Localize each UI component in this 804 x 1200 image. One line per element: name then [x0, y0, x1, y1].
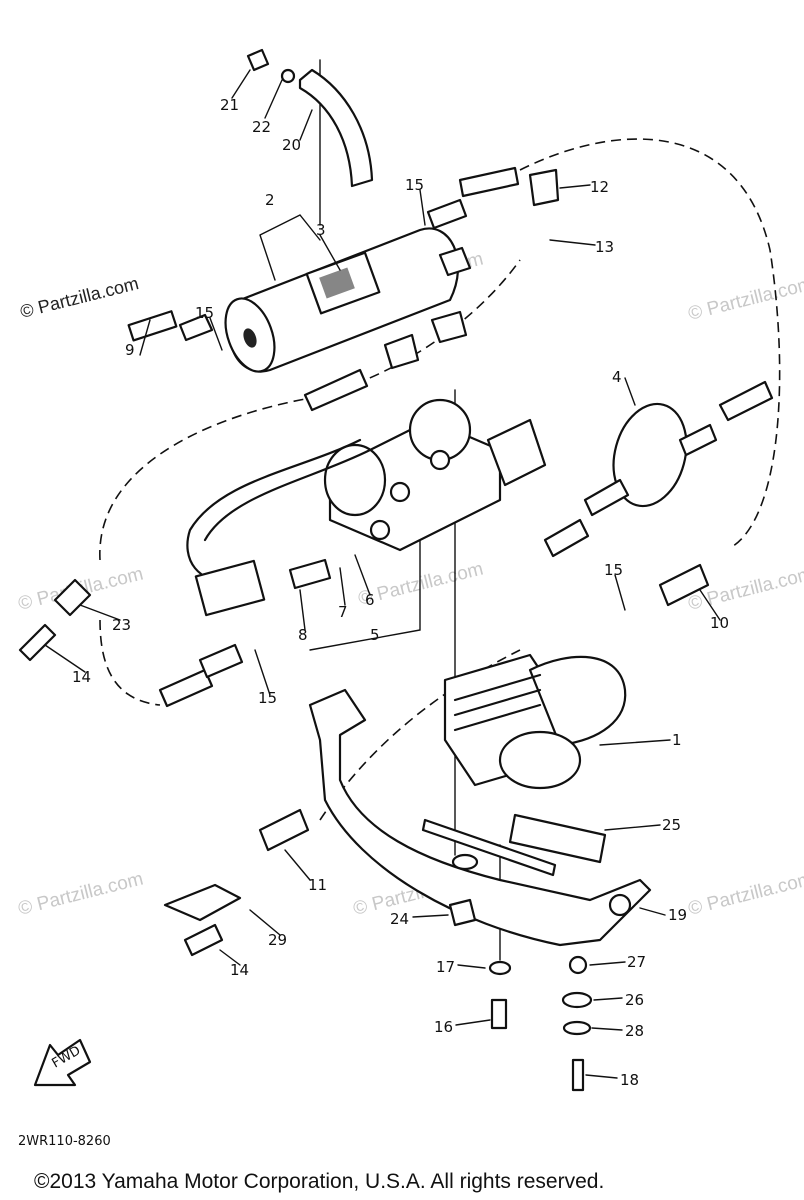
callout-6: 6	[365, 591, 375, 609]
callout-20: 20	[282, 136, 301, 154]
callout-21: 21	[220, 96, 239, 114]
callout-5: 5	[370, 626, 380, 644]
callout-2: 2	[265, 191, 275, 209]
callout-4: 4	[612, 368, 622, 386]
small-hardware	[448, 898, 593, 1092]
mounting-bracket	[308, 688, 652, 947]
elbow-fittings	[18, 578, 242, 957]
callout-labels: 21 22 20 2 3 15 12 13 9 15 4 15 10 1 25 …	[72, 96, 729, 1089]
watermark: © Partzilla.com	[686, 274, 804, 325]
callout-14-bottom: 14	[230, 961, 249, 979]
callout-26: 26	[625, 991, 644, 1009]
leader-lines	[44, 69, 721, 1079]
callout-22: 22	[252, 118, 271, 136]
callout-19: 19	[668, 906, 687, 924]
watermark: © Partzilla.com	[686, 564, 804, 615]
callout-15-bottom: 15	[258, 689, 277, 707]
fuel-filter	[583, 380, 774, 517]
callout-10: 10	[710, 614, 729, 632]
callout-16: 16	[434, 1018, 453, 1036]
fuel-pump-motor	[224, 227, 472, 373]
copyright-notice: ©2013 Yamaha Motor Corporation, U.S.A. A…	[34, 1170, 604, 1193]
callout-15-right: 15	[604, 561, 623, 579]
callout-18: 18	[620, 1071, 639, 1089]
callout-13: 13	[595, 238, 614, 256]
callout-7: 7	[338, 603, 348, 621]
watermark: © Partzilla.com	[16, 869, 145, 920]
callout-17: 17	[436, 958, 455, 976]
watermark: © Partzilla.com	[686, 869, 804, 920]
watermark: © Partzilla.com	[356, 559, 485, 610]
callout-29: 29	[268, 931, 287, 949]
callout-14-left: 14	[72, 668, 91, 686]
control-unit	[443, 653, 627, 790]
callout-25: 25	[662, 816, 681, 834]
callout-24: 24	[390, 910, 409, 928]
hose-fittings	[178, 168, 710, 852]
callout-9: 9	[125, 341, 135, 359]
hose-segments	[127, 166, 590, 708]
watermark-main: © Partzilla.com	[18, 273, 141, 322]
diagram-code: 2WR110-8260	[18, 1134, 111, 1149]
callout-15-left: 15	[195, 304, 214, 322]
callout-11: 11	[308, 876, 327, 894]
callout-1: 1	[672, 731, 682, 749]
callout-23: 23	[112, 616, 131, 634]
callout-3: 3	[316, 221, 326, 239]
forward-arrow-icon: FWD	[33, 1038, 92, 1087]
callout-12: 12	[590, 178, 609, 196]
solenoid-valve-block	[186, 398, 547, 617]
callout-27: 27	[627, 953, 646, 971]
clamp-bracket	[246, 48, 374, 188]
callout-15-top: 15	[405, 176, 424, 194]
callout-28: 28	[625, 1022, 644, 1040]
callout-8: 8	[298, 626, 308, 644]
